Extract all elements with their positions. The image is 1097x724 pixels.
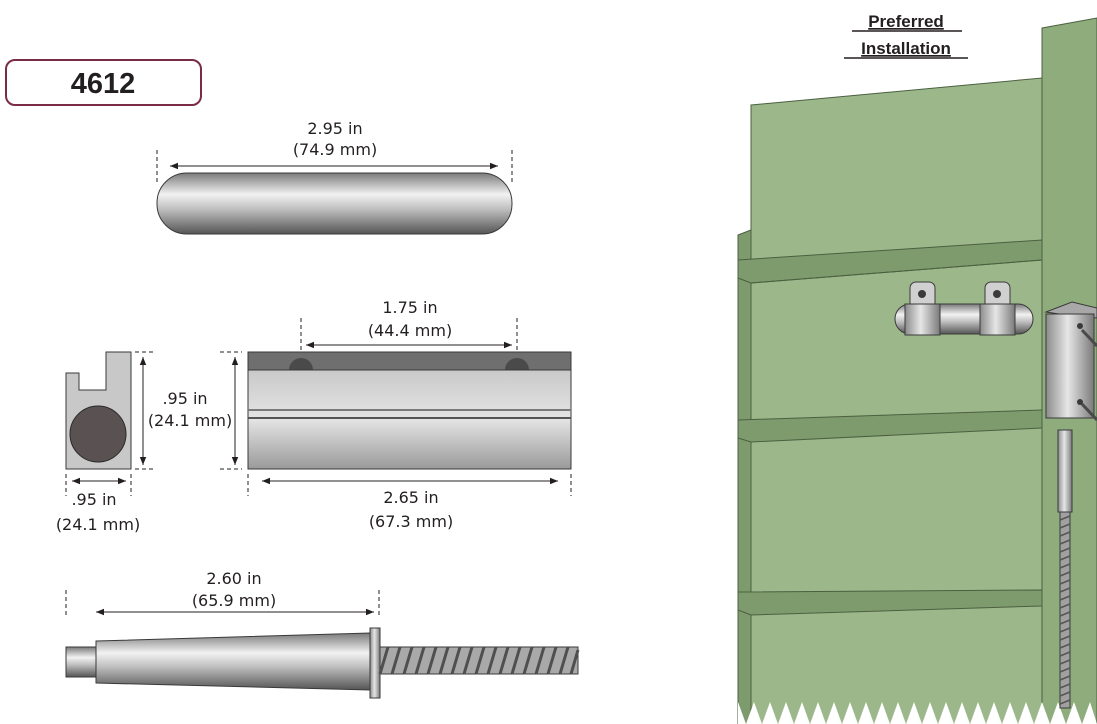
mount-hole-left (289, 358, 313, 370)
spacer-length-mm: (65.9 mm) (192, 591, 276, 610)
hole-spacing-in: 1.75 in (382, 298, 437, 317)
switch-end-view: .95 in (24.1 mm) .95 in (24.1 mm) (56, 351, 232, 534)
switch-side-view: 1.75 in (44.4 mm) 2.65 in (67.3 mm) (220, 298, 572, 531)
switch-height-mm: (24.1 mm) (148, 411, 232, 430)
installation-illustration: Preferred Installation (737, 12, 1097, 724)
spacer-length-in: 2.60 in (206, 569, 261, 588)
spacer-drawing: 2.60 in (65.9 mm) (65, 569, 580, 699)
switch-width-in: .95 in (71, 490, 116, 509)
spacer-body (95, 632, 371, 691)
end-view-hole (69, 405, 127, 463)
installation-heading-line2: Installation (861, 39, 951, 58)
installation-heading-line1: Preferred (868, 12, 944, 31)
switch-length-in: 2.65 in (383, 488, 438, 507)
switch-width-mm: (24.1 mm) (56, 515, 140, 534)
magnet-length-in: 2.95 in (307, 119, 362, 138)
installed-switch (1045, 313, 1095, 419)
model-label: 4612 (71, 68, 136, 100)
door-panel (750, 77, 1043, 724)
magnet-cylinder (156, 172, 513, 235)
magnet-length-mm: (74.9 mm) (293, 140, 377, 159)
model-label-box: 4612 (5, 59, 202, 106)
switch-length-mm: (67.3 mm) (369, 512, 453, 531)
magnet-drawing: 2.95 in (74.9 mm) (156, 119, 513, 235)
mount-hole-right (505, 358, 529, 370)
switch-height-in: .95 in (162, 389, 207, 408)
hole-spacing-mm: (44.4 mm) (368, 321, 452, 340)
installed-cable (1059, 511, 1071, 709)
